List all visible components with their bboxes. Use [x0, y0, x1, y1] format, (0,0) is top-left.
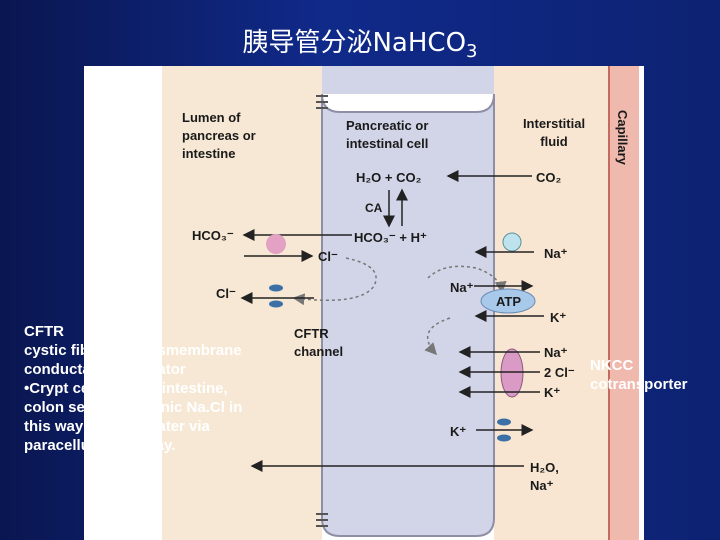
nkcc-note-line: NKCC	[590, 356, 715, 375]
cftr-note-line: cystic fibrosis transmembrane	[24, 341, 314, 360]
hco3-cl-exchanger	[266, 234, 286, 254]
nkcc-note: NKCC cotransporter	[590, 356, 715, 394]
atp-label: ATP	[496, 294, 521, 309]
na-plus-cell: Na⁺	[450, 280, 474, 295]
na-channel	[503, 233, 521, 251]
k-plus-channel: K⁺	[450, 424, 466, 439]
cftr-note-line: •Crypt cell in small intestine,	[24, 379, 314, 398]
lumen-cl: Cl⁻	[216, 286, 236, 301]
k-plus-pump: K⁺	[550, 310, 566, 325]
cftr-note: CFTR cystic fibrosis transmembrane condu…	[24, 322, 314, 455]
cell-h2o-co2: H₂O + CO₂	[356, 170, 422, 185]
ca-label: CA	[365, 201, 383, 215]
cell-cl: Cl⁻	[318, 249, 338, 264]
na-plus-interstitial: Na⁺	[544, 246, 568, 261]
capillary-label: Capillary	[615, 110, 630, 166]
title-main: 胰导管分泌NaHCO	[242, 28, 466, 58]
cftr-channel-bottom	[269, 301, 283, 308]
cell-top	[322, 66, 494, 94]
cftr-note-line: paracellular pathway.	[24, 436, 314, 455]
nkcc-note-line: cotransporter	[590, 375, 715, 394]
lumen-hco3: HCO₃⁻	[192, 228, 234, 243]
cftr-note-line: colon secrete isotonic Na.Cl in	[24, 398, 314, 417]
k-channel-top	[497, 419, 511, 426]
cftr-note-line: this way and Na ,water via	[24, 417, 314, 436]
slide-title: 胰导管分泌NaHCO3	[0, 22, 720, 62]
hco3-h-label: HCO₃⁻ + H⁺	[354, 230, 427, 245]
cftr-note-line: conductance regulator	[24, 360, 314, 379]
title-subscript: 3	[466, 41, 477, 62]
cftr-channel-top	[269, 285, 283, 292]
cftr-note-line: CFTR	[24, 322, 314, 341]
nkcc-cotransporter	[501, 349, 523, 397]
k-channel-bottom	[497, 435, 511, 442]
cell-body	[322, 94, 494, 536]
interstitial-co2: CO₂	[536, 170, 562, 185]
